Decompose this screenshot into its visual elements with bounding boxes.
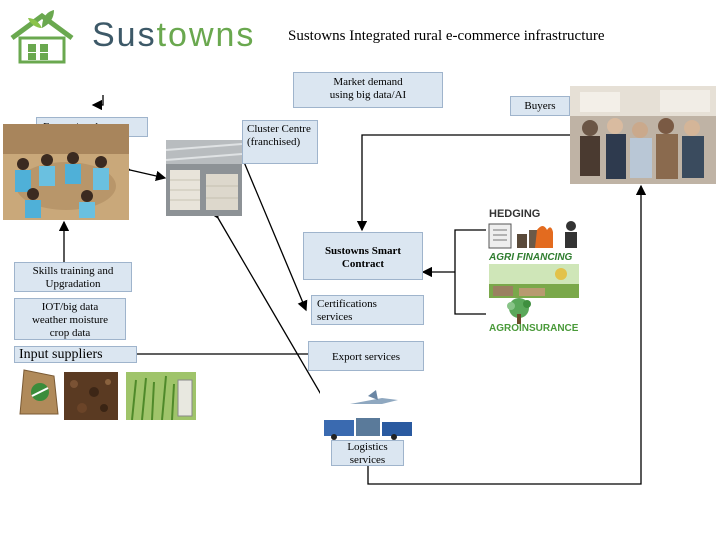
cluster-centre-box: Cluster Centre (franchised) (242, 120, 318, 164)
farmers-photo (3, 124, 129, 220)
agro-insurance-badge: AGROINSURANCE (489, 298, 579, 338)
crop-photo (126, 372, 196, 420)
arrow-farmers-cluster (119, 162, 167, 182)
seed-bag-photo (16, 366, 62, 418)
arrow-logistics-to-buyers (367, 184, 647, 485)
certifications-box: Certifications services (311, 295, 424, 325)
logistics-services-box: Logistics services (331, 440, 404, 466)
logo-wordmark: Sustowns (92, 16, 255, 55)
hedging-icons (488, 221, 577, 249)
arrow-cluster-certifications (243, 161, 308, 312)
market-demand-box: Market demand using big data/AI (293, 72, 443, 108)
buyers-box: Buyers (510, 96, 570, 116)
hedging-badge: HEDGING (487, 208, 579, 250)
arrow-market-to-farmers (91, 95, 104, 111)
page-title: Sustowns Integrated rural e-commerce inf… (288, 28, 605, 44)
tree-icon (507, 298, 531, 324)
agri-financing-badge: AGRI FINANCING (489, 252, 579, 298)
input-suppliers-box: Input suppliers (14, 346, 137, 363)
soil-photo (64, 372, 118, 420)
hedging-label: HEDGING (489, 208, 541, 220)
sustowns-logo: Sustowns (6, 6, 264, 66)
agri-financing-label: AGRI FINANCING (489, 252, 573, 263)
warehouse-photo (166, 140, 242, 216)
smart-contract-box: Sustowns Smart Contract (303, 232, 423, 280)
buyers-photo (570, 86, 716, 184)
house-sprout-icon (10, 10, 74, 64)
logo-text-light: towns (156, 16, 256, 54)
financial-bracket (454, 229, 486, 315)
skills-training-box: Skills training and Upgradation (14, 262, 132, 292)
arrow-cluster-logistics (208, 207, 334, 417)
export-services-box: Export services (308, 341, 424, 371)
iot-data-box: IOT/big data weather moisture crop data (14, 298, 126, 340)
logo-text-dark: Sus (92, 16, 157, 54)
arrow-buyers-to-contract (356, 134, 570, 232)
agro-insurance-label: AGROINSURANCE (489, 323, 579, 334)
agri-financing-icons (489, 264, 579, 298)
logistics-photo (320, 390, 416, 442)
